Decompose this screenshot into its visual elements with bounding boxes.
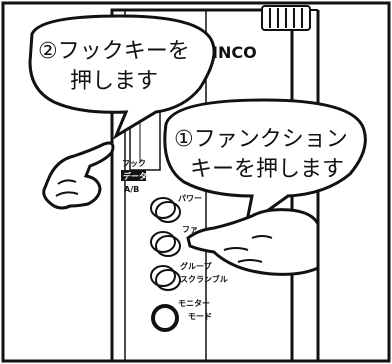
left-pointing-hand (42, 141, 115, 210)
func-label: ファ (182, 225, 198, 234)
callout-step1: ①ファンクション キーを押します (163, 98, 367, 230)
button-group-scramble[interactable] (150, 265, 181, 291)
button-monitor-mode[interactable] (151, 304, 179, 332)
callout-step1-line2: キーを押します (190, 157, 344, 182)
top-knob (261, 5, 311, 31)
group-label: グループ (180, 261, 213, 271)
right-pointing-hand (186, 208, 320, 276)
callout-step2-line1: ②フックキーを (38, 39, 190, 64)
scramble-label: スクランブル (180, 274, 228, 284)
callout-step1-line1: ①ファンクション (174, 127, 348, 152)
monitor-label: モニター (178, 298, 210, 308)
button-power[interactable] (150, 197, 181, 223)
callout-step2: ②フックキーを 押します (28, 14, 216, 140)
button-function[interactable] (150, 231, 181, 257)
hook-label: フック (122, 158, 146, 168)
ab-label: A/B (124, 185, 139, 194)
data-label-box (121, 170, 146, 181)
data-label: データ (123, 171, 147, 181)
power-label: パワー (178, 193, 202, 203)
callout-step2-line2: 押します (70, 69, 158, 94)
brand-text: INCO (212, 43, 257, 62)
mode-label: モード (188, 312, 212, 321)
